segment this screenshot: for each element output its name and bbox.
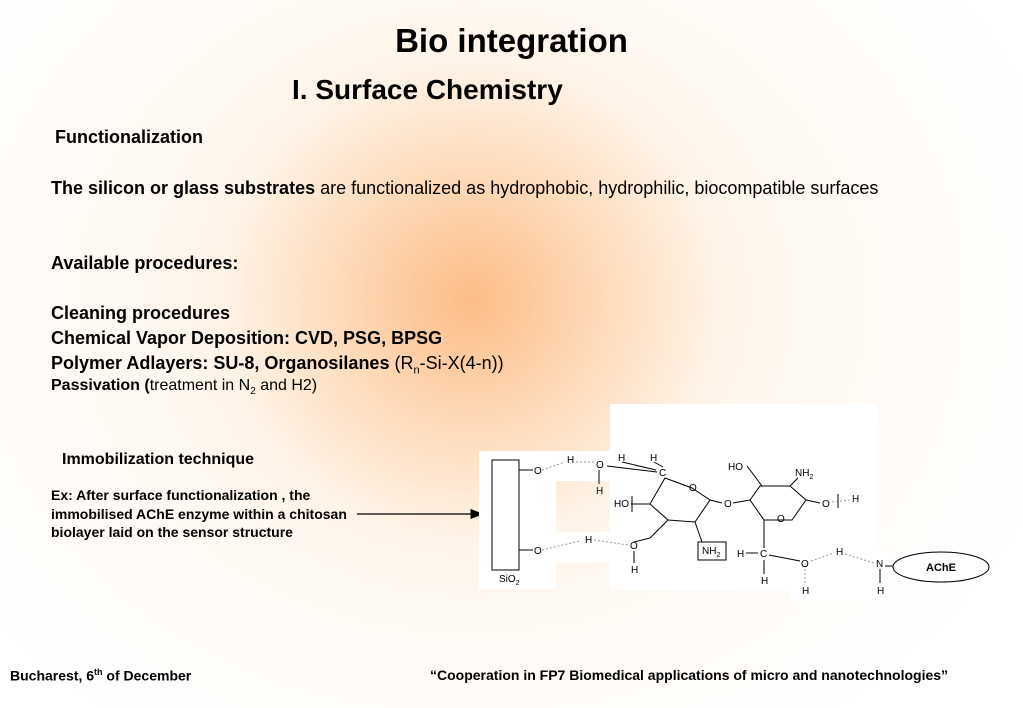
ache-label: AChE bbox=[926, 562, 956, 574]
svg-text:H: H bbox=[836, 547, 843, 558]
immobilization-example: Ex: After surface functionalization , th… bbox=[51, 487, 347, 540]
substrate-label: SiO2 bbox=[499, 574, 520, 587]
svg-text:H: H bbox=[567, 455, 574, 466]
intro-bold: The silicon or glass substrates bbox=[51, 178, 316, 198]
svg-text:O: O bbox=[596, 460, 604, 471]
slide-subtitle: I. Surface Chemistry bbox=[292, 74, 563, 105]
svg-text:HO: HO bbox=[728, 462, 743, 473]
passivation: Passivation (treatment in N2 and H2) bbox=[51, 377, 317, 397]
svg-text:NH2: NH2 bbox=[702, 546, 720, 559]
svg-text:H: H bbox=[585, 535, 592, 546]
cvd-procedures: Chemical Vapor Deposition: CVD, PSG, BPS… bbox=[51, 328, 443, 348]
svg-text:H: H bbox=[618, 453, 625, 464]
available-procedures-heading: Available procedures: bbox=[51, 253, 239, 273]
svg-text:HO: HO bbox=[614, 499, 629, 510]
svg-text:O: O bbox=[630, 541, 638, 552]
sio2-substrate bbox=[491, 459, 520, 571]
svg-text:O: O bbox=[822, 499, 830, 510]
svg-text:H: H bbox=[802, 586, 809, 597]
svg-text:H: H bbox=[650, 453, 657, 464]
svg-text:H: H bbox=[877, 586, 884, 597]
polymer-formula-sub: n bbox=[413, 364, 420, 377]
svg-text:H: H bbox=[737, 549, 744, 560]
svg-text:O: O bbox=[534, 546, 542, 557]
functionalization-paragraph: The silicon or glass substrates are func… bbox=[51, 176, 981, 201]
svg-text:O: O bbox=[689, 483, 697, 494]
slide-title: Bio integration bbox=[395, 22, 628, 59]
svg-text:H: H bbox=[631, 565, 638, 576]
intro-rest: are functionalized as hydrophobic, hydro… bbox=[315, 178, 879, 198]
footer-project-title: “Cooperation in FP7 Biomedical applicati… bbox=[430, 667, 949, 683]
polymer-adlayers: Polymer Adlayers: SU-8, Organosilanes (R… bbox=[51, 353, 504, 377]
passivation-bold: Passivation ( bbox=[51, 377, 150, 394]
functionalization-heading: Functionalization bbox=[55, 127, 203, 147]
svg-text:O: O bbox=[534, 466, 542, 477]
svg-text:N: N bbox=[876, 559, 883, 570]
svg-text:NH2: NH2 bbox=[795, 468, 813, 481]
svg-text:H: H bbox=[761, 576, 768, 587]
svg-text:O: O bbox=[777, 514, 785, 525]
passivation-b: and H2) bbox=[255, 377, 318, 394]
ache-enzyme bbox=[892, 551, 990, 583]
polymer-formula-a: (R bbox=[389, 353, 414, 373]
svg-text:H: H bbox=[596, 486, 603, 497]
svg-text:C: C bbox=[760, 549, 767, 560]
svg-text:H: H bbox=[852, 494, 859, 505]
immobilization-heading: Immobilization technique bbox=[62, 451, 255, 468]
cleaning-procedures: Cleaning procedures bbox=[51, 303, 231, 323]
svg-text:O: O bbox=[724, 499, 732, 510]
polymer-formula-b: -Si-X(4-n)) bbox=[419, 353, 504, 373]
passivation-sub: 2 bbox=[250, 386, 256, 398]
footer-location-date: Bucharest, 6th of December bbox=[10, 667, 192, 684]
svg-text:O: O bbox=[801, 559, 809, 570]
polymer-bold: Polymer Adlayers: SU-8, Organosilanes bbox=[51, 353, 390, 373]
passivation-a: treatment in N bbox=[149, 377, 251, 394]
svg-text:C: C bbox=[659, 468, 666, 479]
